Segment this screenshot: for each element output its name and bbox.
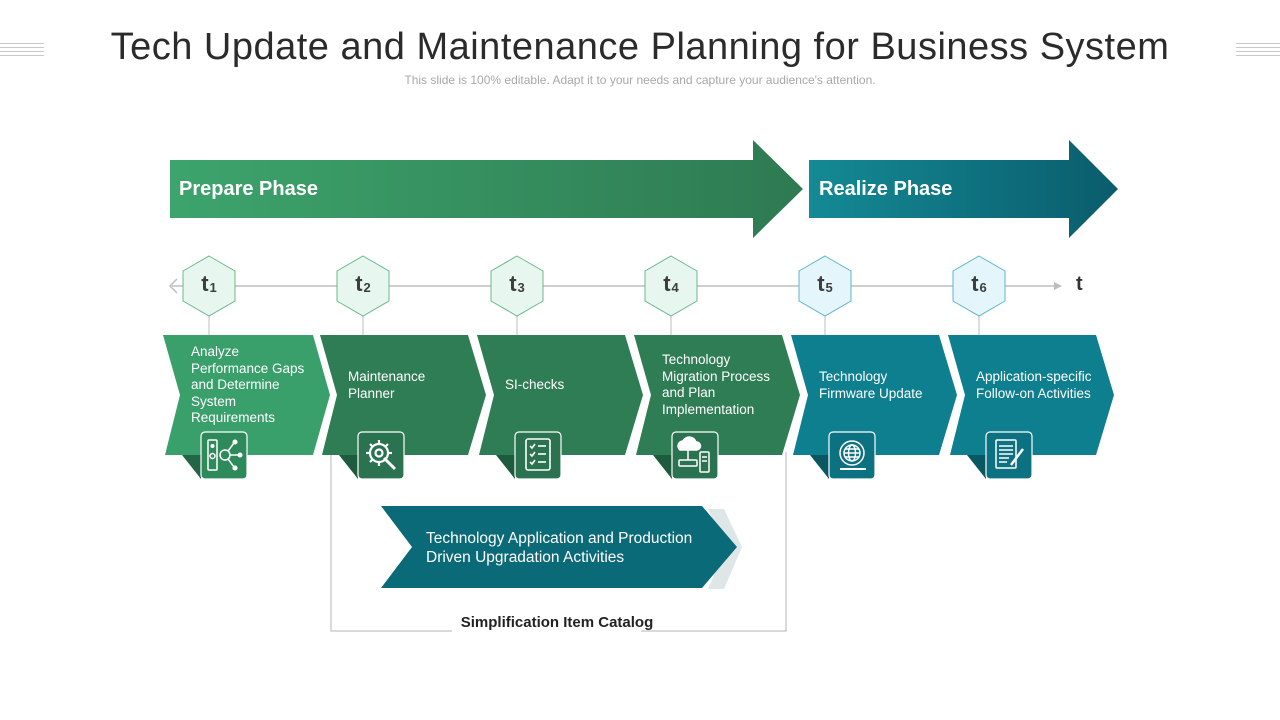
decorative-lines-left <box>0 43 44 59</box>
step-chevron-2 <box>320 335 486 455</box>
device-network-icon <box>207 439 243 471</box>
hexagon-t3 <box>490 255 544 317</box>
catalog-bracket-right <box>641 452 787 632</box>
realize-phase-arrow <box>809 140 1118 238</box>
step-chevron-3 <box>477 335 643 455</box>
step-text-3: SI-checks <box>505 377 565 392</box>
catalog-bracket <box>330 452 452 632</box>
globe-monitor-icon <box>839 440 866 470</box>
icon-box-5 <box>828 431 876 480</box>
step-text-6: Application-specific Follow-on Activitie… <box>976 369 1092 401</box>
bottom-arrow-text: Technology Application and Production Dr… <box>426 530 693 566</box>
step-text-2: Maintenance Planner <box>348 369 426 401</box>
timeline-label-t5: t5 <box>817 271 833 296</box>
prepare-phase-arrow <box>170 140 803 238</box>
step-text-4: Technology Migration Process and Plan Im… <box>662 352 771 417</box>
step-chevron-6 <box>948 335 1114 455</box>
timeline-label-t2: t2 <box>355 271 371 296</box>
step-text-1: Analyze Performance Gaps and Determine S… <box>191 344 305 425</box>
hexagon-connectors <box>208 314 980 336</box>
hexagon-t4 <box>644 255 698 317</box>
timeline-left-arrowhead <box>168 278 178 294</box>
timeline-axis-label: t <box>1076 273 1083 295</box>
hexagon-t1 <box>182 255 236 317</box>
simplification-catalog-label: Simplification Item Catalog <box>460 614 654 631</box>
prepare-phase-label: Prepare Phase <box>179 178 318 200</box>
page-title: Tech Update and Maintenance Planning for… <box>110 26 1170 68</box>
step-chevron-5 <box>791 335 957 455</box>
page-subtitle: This slide is 100% editable. Adapt it to… <box>404 73 876 87</box>
timeline-label-t3: t3 <box>509 271 525 296</box>
bottom-arrow <box>381 506 737 588</box>
timeline-label-t1: t1 <box>201 271 217 296</box>
decorative-lines-right <box>1236 43 1280 59</box>
cloud-server-icon <box>677 436 710 473</box>
step-text-5: Technology Firmware Update <box>819 369 923 401</box>
realize-phase-label: Realize Phase <box>819 178 953 200</box>
step-chevron-1 <box>163 335 330 455</box>
timeline-label-t6: t6 <box>971 271 987 296</box>
timeline-label-t4: t4 <box>663 271 679 296</box>
checklist-icon <box>525 438 551 471</box>
icon-box-6 <box>985 431 1033 480</box>
timeline-right-arrowhead <box>1054 282 1062 290</box>
hexagon-t2 <box>336 255 390 317</box>
hexagon-t6 <box>952 255 1006 317</box>
document-edit-icon <box>995 439 1024 469</box>
gear-wrench-icon <box>366 440 397 471</box>
hexagon-t5 <box>798 255 852 317</box>
step-chevron-4 <box>634 335 800 455</box>
